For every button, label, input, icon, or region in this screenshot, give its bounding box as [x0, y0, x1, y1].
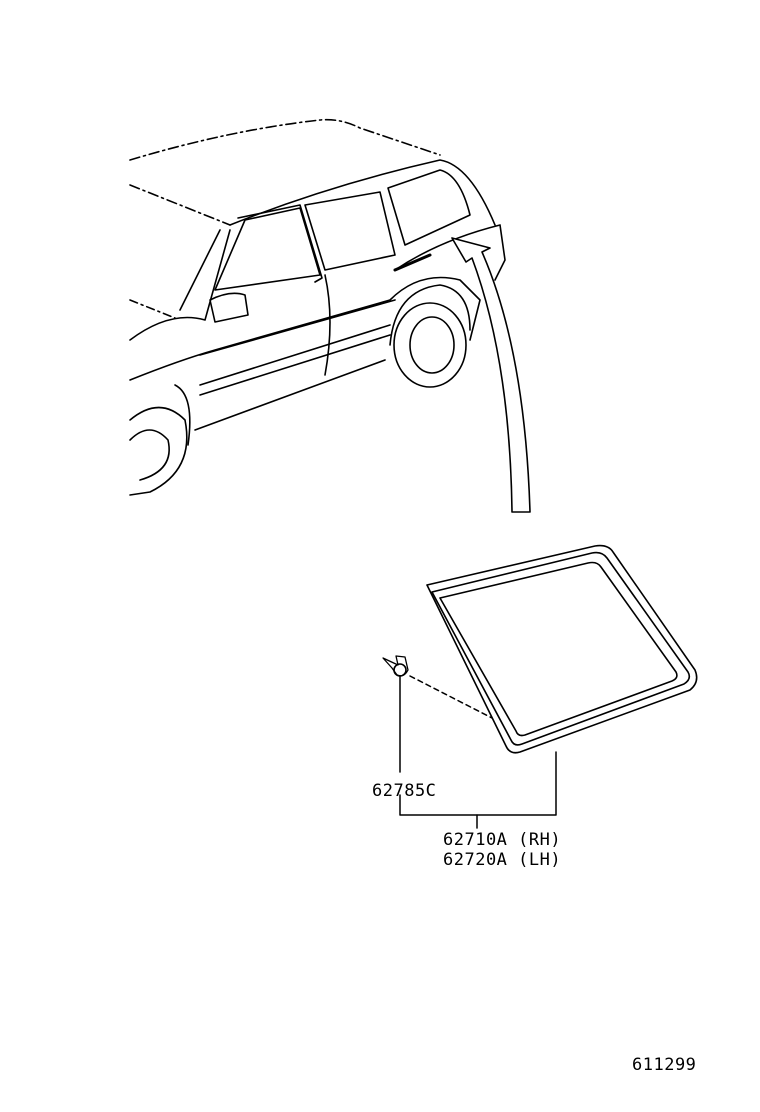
clip-part — [382, 655, 409, 677]
diagram-id: 611299 — [632, 1055, 697, 1075]
part-label-62785c: 62785C — [372, 781, 437, 801]
quarter-window-glass — [426, 544, 698, 754]
leader-lines — [399, 675, 557, 829]
part-label-62720a-lh: 62720A (LH) — [443, 850, 562, 870]
vehicle-illustration — [129, 118, 531, 513]
part-label-62710a-rh: 62710A (RH) — [443, 830, 562, 850]
